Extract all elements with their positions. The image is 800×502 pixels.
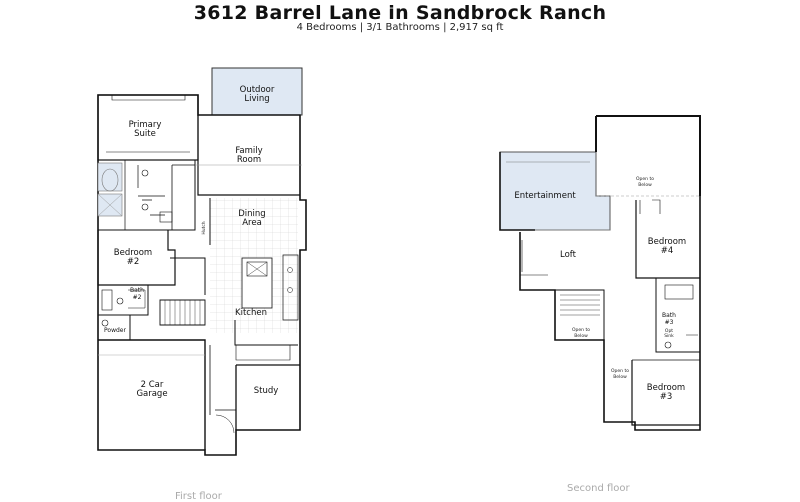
kitchen-label: Kitchen [235, 308, 267, 318]
entertainment-label: Entertainment [514, 191, 576, 201]
opt-sink-label-2: Sink [664, 333, 674, 339]
powder-label: Powder [104, 327, 126, 334]
family-room-label: Family [235, 146, 262, 156]
primary-suite-label: Primary [129, 120, 162, 130]
bedroom-2-label-2: #2 [127, 257, 140, 267]
dining-area-label: Dining [238, 209, 265, 219]
page-subtitle: 4 Bedrooms | 3/1 Bathrooms | 2,917 sq ft [296, 22, 504, 33]
bedroom-4-label: Bedroom [648, 237, 686, 247]
garage-label-2: Garage [136, 389, 167, 399]
loft-label: Loft [560, 250, 577, 260]
open-to-below-2-label-2: Below [574, 333, 588, 339]
open-to-below-2-label: Open to [572, 327, 590, 333]
page-title: 3612 Barrel Lane in Sandbrock Ranch [193, 2, 607, 24]
bedroom-3-label-2: #3 [660, 392, 673, 402]
open-to-below-1-label-2: Below [638, 182, 652, 188]
open-to-below-3-label-2: Below [613, 374, 627, 380]
primary-suite-label-2: Suite [134, 129, 156, 139]
second-floor-plan [499, 115, 701, 431]
bedroom-2-label: Bedroom [114, 248, 152, 258]
opt-sink-label: Opt [665, 328, 673, 334]
bath-3-label: Bath [662, 312, 676, 319]
bedroom-4-label-2: #4 [661, 246, 674, 256]
bath-3-label-2: #3 [665, 319, 674, 326]
outdoor-living-label-2: Living [244, 94, 269, 104]
outdoor-living-label: Outdoor [240, 85, 275, 95]
open-to-below-3-label: Open to [611, 368, 629, 374]
dining-area-label-2: Area [242, 218, 262, 228]
study-label: Study [254, 386, 279, 396]
bath-2-label-2: #2 [133, 294, 142, 301]
garage-label: 2 Car [141, 380, 164, 390]
bedroom-3-label: Bedroom [647, 383, 685, 393]
family-room-label-2: Room [237, 155, 261, 165]
bath-2-label: Bath [130, 287, 144, 294]
second-floor-caption: Second floor [567, 483, 630, 494]
open-to-below-1-label: Open to [636, 176, 654, 182]
hutch-label: Hutch [201, 221, 207, 234]
first-floor-caption: First floor [175, 491, 222, 502]
first-floor-plan [97, 67, 307, 456]
